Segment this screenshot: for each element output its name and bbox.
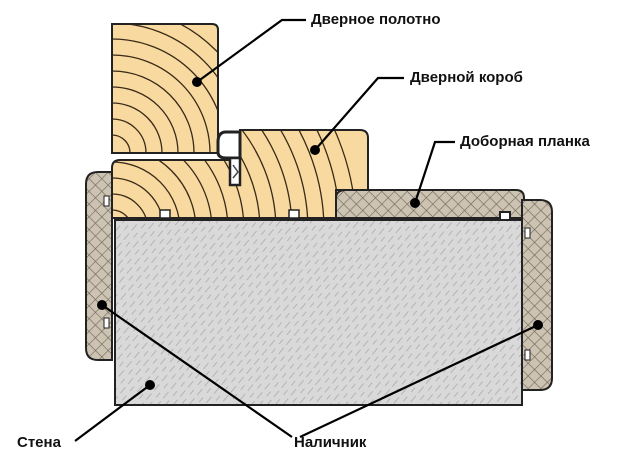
extension-board — [335, 189, 525, 219]
leader-lines — [74, 18, 539, 442]
wall — [114, 219, 523, 406]
label-casing: Наличник — [294, 434, 367, 451]
label-door-frame: Дверной короб — [410, 69, 523, 86]
label-door-leaf: Дверное полотно — [311, 11, 441, 28]
door-leaf — [111, 23, 219, 154]
casing-right — [521, 199, 553, 391]
casing-left — [85, 171, 113, 361]
label-wall: Стена — [17, 434, 61, 451]
label-extension-board: Доборная планка — [460, 133, 590, 150]
door-seal — [216, 130, 242, 187]
leader-dots — [97, 77, 543, 390]
